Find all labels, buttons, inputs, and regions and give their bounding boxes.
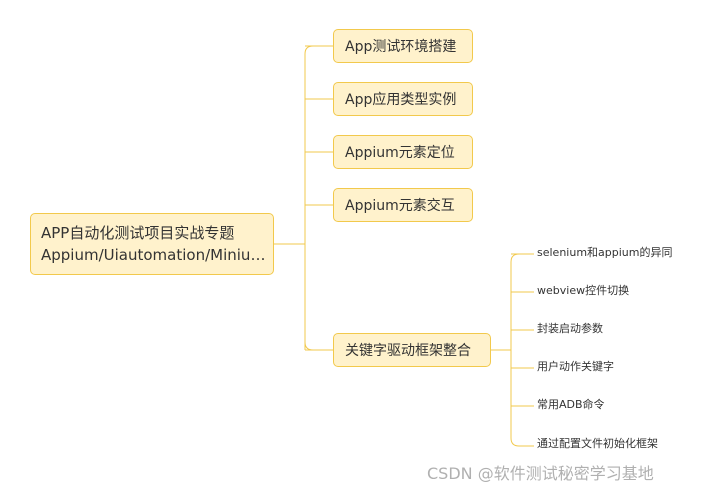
branch-label: App测试环境搭建 <box>345 39 457 55</box>
leaf-config-init-framework[interactable]: 通过配置文件初始化框架 <box>537 437 658 450</box>
root-title: APP自动化测试项目实战专题 <box>41 224 235 242</box>
branch-label: Appium元素定位 <box>345 145 455 161</box>
root-subtitle: Appium/Uiautomation/Minium... <box>41 246 267 264</box>
branch-label: App应用类型实例 <box>345 92 457 108</box>
branch-node-app-types[interactable]: App应用类型实例 <box>333 82 473 116</box>
connector-leaf-6 <box>510 437 534 447</box>
leaf-launch-params[interactable]: 封装启动参数 <box>537 322 603 335</box>
root-node[interactable]: APP自动化测试项目实战专题 Appium/Uiautomation/Miniu… <box>30 213 274 275</box>
branch-node-element-locating[interactable]: Appium元素定位 <box>333 135 473 169</box>
branch-label: 关键字驱动框架整合 <box>345 343 471 359</box>
branch-node-env-setup[interactable]: App测试环境搭建 <box>333 29 473 63</box>
leaf-user-action-keywords[interactable]: 用户动作关键字 <box>537 360 614 373</box>
branch-node-element-interaction[interactable]: Appium元素交互 <box>333 188 473 222</box>
branch-node-keyword-framework[interactable]: 关键字驱动框架整合 <box>333 333 491 367</box>
leaf-adb-commands[interactable]: 常用ADB命令 <box>537 398 605 411</box>
leaf-webview-switch[interactable]: webview控件切换 <box>537 284 630 297</box>
branch-label: Appium元素交互 <box>345 198 455 214</box>
leaf-selenium-vs-appium[interactable]: selenium和appium的异同 <box>537 246 673 259</box>
watermark: CSDN @软件测试秘密学习基地 <box>427 464 654 483</box>
